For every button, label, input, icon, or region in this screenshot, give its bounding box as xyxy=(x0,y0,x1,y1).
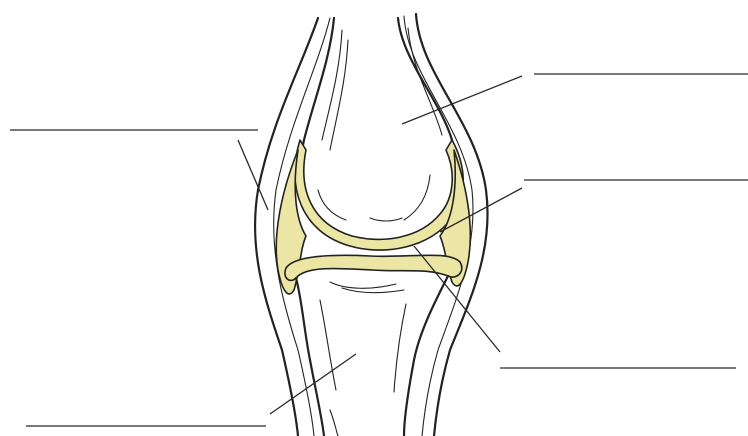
upper-bone xyxy=(300,18,457,228)
articular-cartilage-lower xyxy=(285,255,462,280)
